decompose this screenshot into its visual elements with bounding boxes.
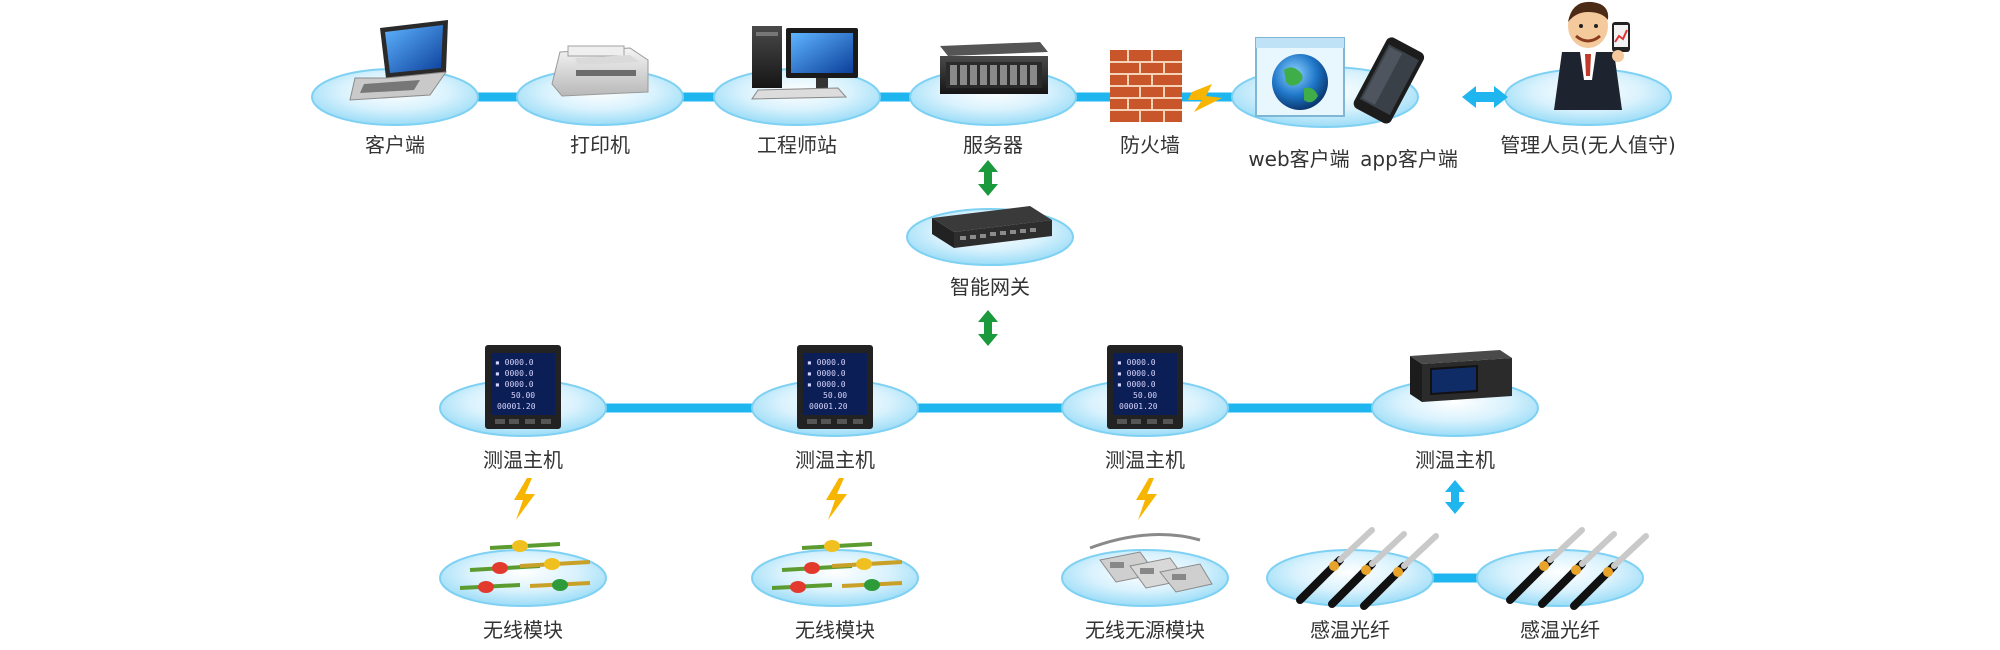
fiber-sensor-1-label: 感温光纤 [1310,618,1390,642]
svg-text:▪ 0000.0: ▪ 0000.0 [807,380,846,389]
wireless-sensor-module-2-icon [771,540,903,593]
lightning-icon [514,478,535,520]
manager-person-icon [1554,1,1630,110]
host2-label: 测温主机 [795,448,875,472]
server-icon [940,42,1048,94]
gateway-label: 智能网关 [950,275,1030,299]
network-switch-icon [932,206,1052,248]
svg-text:50.00: 50.00 [823,391,847,400]
svg-text:50.00: 50.00 [511,391,535,400]
svg-text:00001.20: 00001.20 [1119,402,1158,411]
workstation-label: 工程师站 [757,133,837,157]
svg-text:▪ 0000.0: ▪ 0000.0 [495,369,534,378]
lightning-icon [826,478,847,520]
wireless-sensor-module-1-icon [459,540,591,593]
lightning-icon [1136,478,1157,520]
host3-label: 测温主机 [1105,448,1185,472]
server-label: 服务器 [963,133,1023,157]
svg-text:00001.20: 00001.20 [809,402,848,411]
svg-text:▪ 0000.0: ▪ 0000.0 [1117,369,1156,378]
printer-label: 打印机 [570,133,630,157]
temperature-host-meter-1-icon: ▪ 0000.0 ▪ 0000.0 ▪ 0000.0 50.00 00001.20 [485,345,561,429]
arrow-server-to-gateway [978,160,998,196]
temperature-host-meter-3-icon: ▪ 0000.0 ▪ 0000.0 ▪ 0000.0 50.00 00001.20 [1107,345,1183,429]
firewall-label: 防火墙 [1120,133,1180,157]
smartphone-icon [1353,37,1425,124]
app-client-label: app客户端 [1360,147,1458,171]
wireless-module-2-label: 无线模块 [795,618,875,642]
temperature-host-rack-unit-icon [1410,350,1512,402]
manager-label: 管理人员(无人值守) [1500,133,1676,157]
svg-text:50.00: 50.00 [1133,391,1157,400]
bidirectional-arrow-icon [1445,480,1465,514]
svg-text:00001.20: 00001.20 [497,402,536,411]
fiber-sensor-2-icon [1506,527,1649,610]
passive-module-label: 无线无源模块 [1085,618,1205,642]
host1-label: 测温主机 [483,448,563,472]
host4-label: 测温主机 [1415,448,1495,472]
svg-text:▪ 0000.0: ▪ 0000.0 [807,369,846,378]
browser-window-icon [1255,37,1345,117]
arrow-gateway-to-hosts [978,310,998,346]
printer-icon [551,45,649,97]
laptop-icon [349,20,448,101]
lightning-icon [1188,84,1222,112]
passive-wireless-module-icon [1089,533,1213,593]
svg-text:▪ 0000.0: ▪ 0000.0 [1117,358,1156,367]
workstation-icon [751,26,858,100]
svg-text:▪ 0000.0: ▪ 0000.0 [495,358,534,367]
bidirectional-arrow-icon [1462,86,1508,108]
wireless-module-1-label: 无线模块 [483,618,563,642]
web-client-label: web客户端 [1248,147,1349,171]
svg-text:▪ 0000.0: ▪ 0000.0 [1117,380,1156,389]
svg-text:▪ 0000.0: ▪ 0000.0 [807,358,846,367]
client-label: 客户端 [365,133,425,157]
firewall-icon [1110,50,1182,122]
svg-text:▪ 0000.0: ▪ 0000.0 [495,380,534,389]
fiber-sensor-2-label: 感温光纤 [1520,618,1600,642]
fiber-sensor-1-icon [1296,527,1439,610]
temperature-host-meter-2-icon: ▪ 0000.0 ▪ 0000.0 ▪ 0000.0 50.00 00001.20 [797,345,873,429]
